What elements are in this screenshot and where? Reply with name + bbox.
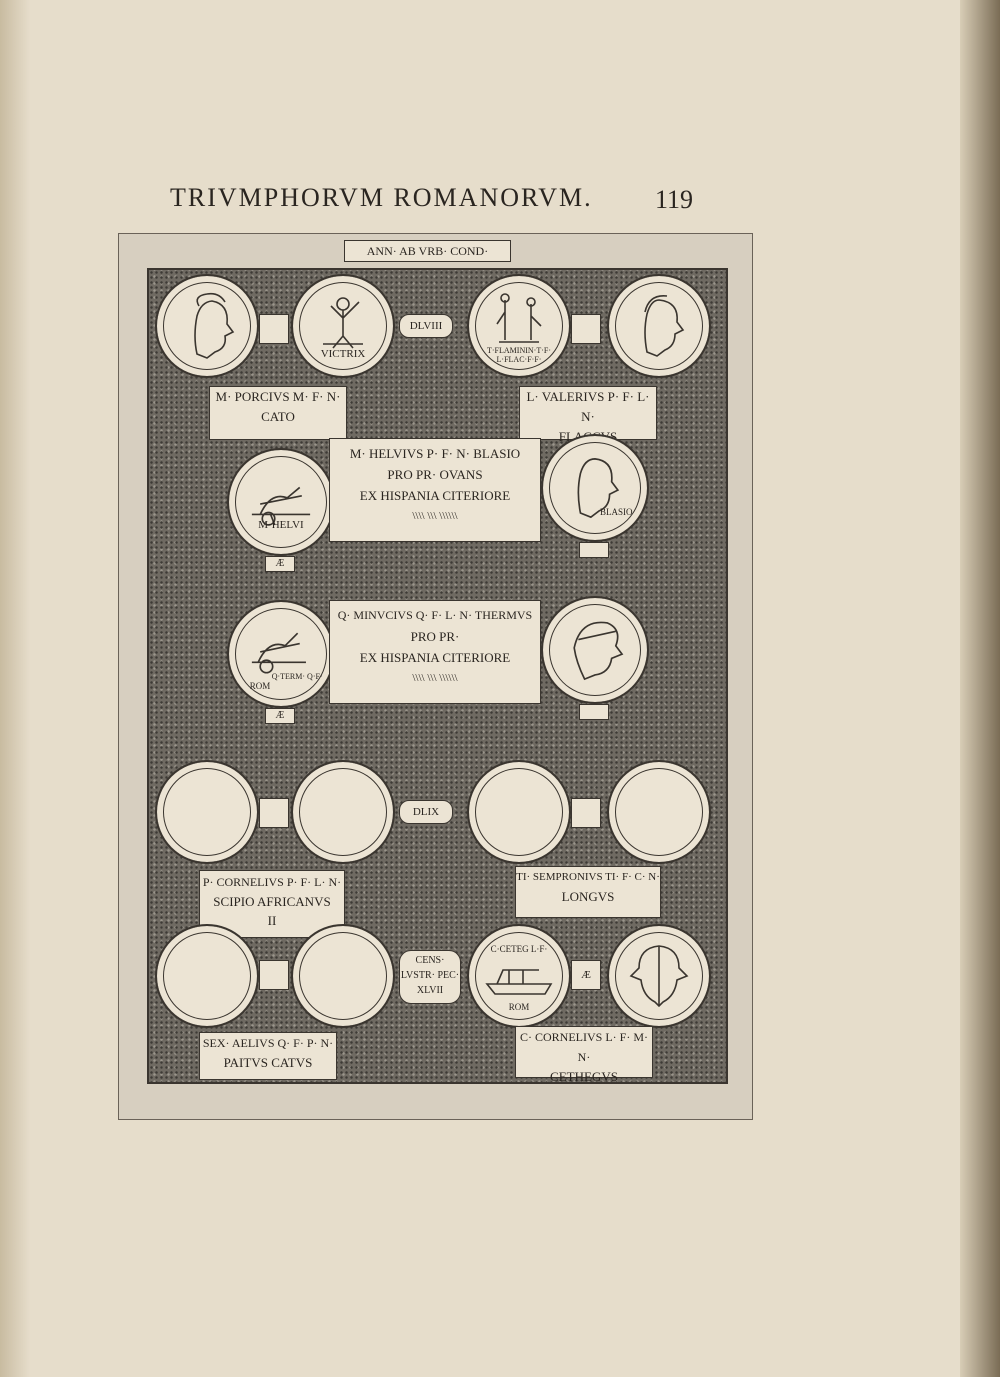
coin-apollo-head	[155, 274, 259, 378]
coin-link-2	[571, 314, 601, 344]
entry-blasio-line-2: PRO PR· OVANS	[387, 467, 483, 482]
coin-tag-ae-1: Æ	[265, 556, 295, 572]
coin-link-5	[259, 960, 289, 990]
blank-coin-1	[155, 760, 259, 864]
coin-tag-2	[579, 542, 609, 558]
stippled-field: VICTRIX DLVIII T·FLAMININ·T·F· L·FLAC·F·…	[147, 268, 728, 1084]
coin-legend-rom-1: ROM	[249, 681, 271, 692]
page-gutter	[0, 0, 30, 1377]
blank-coin-3	[467, 760, 571, 864]
census-label: CENS· LVSTR· PEC· XLVII	[399, 950, 461, 1004]
entry-cato-line-2: CATO	[261, 409, 295, 424]
entry-thermus-line-1: Q· MINVCIVS Q· F· L· N· THERMVS	[337, 608, 533, 622]
census-line-1: CENS·	[415, 955, 445, 966]
year-label-2-text: DLIX	[412, 806, 440, 818]
entry-blasio-line-1: M· HELVIVS P· F· N· BLASIO	[349, 446, 521, 461]
entry-cato: M· PORCIVS M· F· N· CATO	[209, 386, 347, 440]
entry-thermus-line-2: PRO PR·	[410, 629, 460, 644]
coin-legend-rom-2: ROM	[508, 1002, 530, 1012]
entry-cato-line-1: M· PORCIVS M· F· N·	[215, 389, 341, 404]
coin-legend-cethegus: C·CETEG L·F·	[490, 944, 548, 954]
coin-link-4	[571, 798, 601, 828]
coin-legend-victrix: VICTRIX	[320, 348, 366, 360]
entry-flaccus-line-1: L· VALERIVS P· F· L· N·	[526, 389, 650, 424]
entry-scipio: P· CORNELIVS P· F· L· N· SCIPIO AFRICANV…	[199, 870, 345, 938]
entry-cethegus-line-2: CETHEGVS	[550, 1069, 618, 1084]
entry-scipio-line-2: SCIPIO AFRICANVS	[213, 894, 331, 909]
coin-link-1	[259, 314, 289, 344]
entry-blasio: M· HELVIVS P· F· N· BLASIO PRO PR· OVANS…	[329, 438, 541, 542]
blank-coin-4	[607, 760, 711, 864]
entry-longus-line-2: LONGVS	[561, 889, 615, 904]
blank-coin-5	[155, 924, 259, 1028]
coin-chariot-thermus: Q·TERM· Q·F· ROM	[227, 600, 335, 708]
entry-paitus-line-2: PAITVS CATVS	[223, 1055, 313, 1070]
coin-two-figures: T·FLAMININ·T·F· L·FLAC·F·F·	[467, 274, 571, 378]
entry-scipio-line-1: P· CORNELIVS P· F· L· N·	[202, 875, 342, 889]
blank-coin-2	[291, 760, 395, 864]
coin-victory-seated: VICTRIX	[291, 274, 395, 378]
coin-legend-therm: Q·TERM· Q·F·	[271, 672, 323, 682]
year-label-2: DLIX	[399, 800, 453, 824]
entry-scipio-line-3: II	[267, 913, 277, 928]
blank-coin-6	[291, 924, 395, 1028]
coin-janus-head	[607, 924, 711, 1028]
entry-thermus: Q· MINVCIVS Q· F· L· N· THERMVS PRO PR· …	[329, 600, 541, 704]
entry-blasio-line-4: \\\\ \\\ \\\\\\	[412, 510, 458, 522]
coin-chariot-helvius: M·HELVI	[227, 448, 335, 556]
entry-thermus-line-3: EX HISPANIA CITERIORE	[359, 650, 511, 665]
engraved-plate: ANN· AB VRB· COND· VICTRIX DLVII	[118, 233, 753, 1120]
page-edge	[960, 0, 1000, 1377]
census-line-3: XLVII	[416, 985, 444, 996]
entry-thermus-line-4: \\\\ \\\ \\\\\\	[412, 672, 458, 684]
coin-roma-helmeted	[541, 596, 649, 704]
entry-longus: TI· SEMPRONIVS TI· F· C· N· LONGVS	[515, 866, 661, 918]
coin-blasio-head: BLASIO	[541, 434, 649, 542]
coin-prow-cethegus: C·CETEG L·F· ROM	[467, 924, 571, 1028]
coin-link-6: Æ	[571, 960, 601, 990]
coin-legend-blasio: BLASIO	[599, 507, 633, 518]
coin-link-3	[259, 798, 289, 828]
entry-cethegus: C· CORNELIVS L· F· M· N· CETHEGVS	[515, 1026, 653, 1084]
census-line-2: LVSTR· PEC·	[400, 970, 460, 981]
entry-cethegus-line-1: C· CORNELIVS L· F· M· N·	[520, 1030, 648, 1064]
entry-paitus: SEX· AELIVS Q· F· P· N· PAITVS CATVS	[199, 1032, 337, 1080]
page-number: 119	[655, 185, 694, 214]
entry-flaccus: L· VALERIVS P· F· L· N· FLACCVS	[519, 386, 657, 444]
coin-tag-ae-2: Æ	[265, 708, 295, 724]
coin-female-head	[607, 274, 711, 378]
coin-legend-helvius: M·HELVI	[258, 519, 304, 532]
year-label-1-text: DLVIII	[409, 320, 443, 332]
entry-blasio-line-3: EX HISPANIA CITERIORE	[359, 488, 511, 503]
entry-longus-line-1: TI· SEMPRONIVS TI· F· C· N·	[516, 871, 660, 883]
top-label-text: ANN· AB VRB· COND·	[366, 244, 489, 258]
coin-tag-3	[579, 704, 609, 720]
year-label-1: DLVIII	[399, 314, 453, 338]
top-label: ANN· AB VRB· COND·	[344, 240, 511, 262]
coin-legend-flaminin: T·FLAMININ·T·F· L·FLAC·F·F·	[487, 346, 551, 364]
entry-paitus-line-1: SEX· AELIVS Q· F· P· N·	[202, 1036, 334, 1050]
running-title: TRIVMPHORVM ROMANORVM.	[170, 183, 593, 212]
